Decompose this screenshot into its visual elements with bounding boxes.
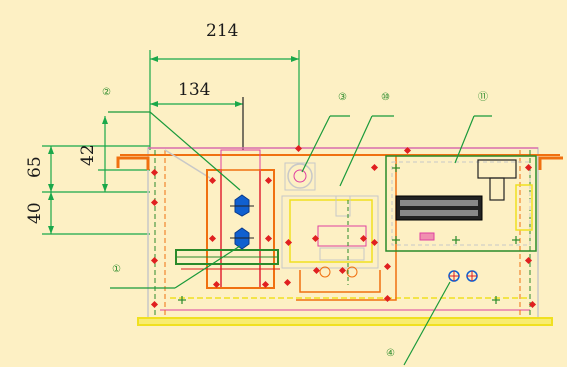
callout-1: ① (112, 264, 121, 275)
callout-4: ④ (386, 348, 395, 359)
dimension-arrows (48, 56, 299, 234)
left-assembly (175, 149, 280, 289)
blue-markers (448, 270, 478, 282)
green-markers (178, 164, 520, 304)
red-markers (150, 144, 537, 309)
dimension-214: 214 (206, 21, 238, 41)
center-assembly (281, 155, 397, 301)
callout-11: ⑪ (478, 91, 488, 103)
callout-10: ⑩ (381, 92, 390, 103)
right-panel (385, 155, 537, 252)
dimension-40: 40 (25, 202, 45, 224)
dimension-134: 134 (178, 80, 210, 100)
callout-3: ③ (338, 92, 347, 103)
main-frame (116, 147, 563, 326)
dimension-42: 42 (78, 144, 98, 166)
callout-2: ② (102, 87, 111, 98)
callout-leaders (108, 111, 492, 366)
dimension-65: 65 (25, 156, 45, 178)
